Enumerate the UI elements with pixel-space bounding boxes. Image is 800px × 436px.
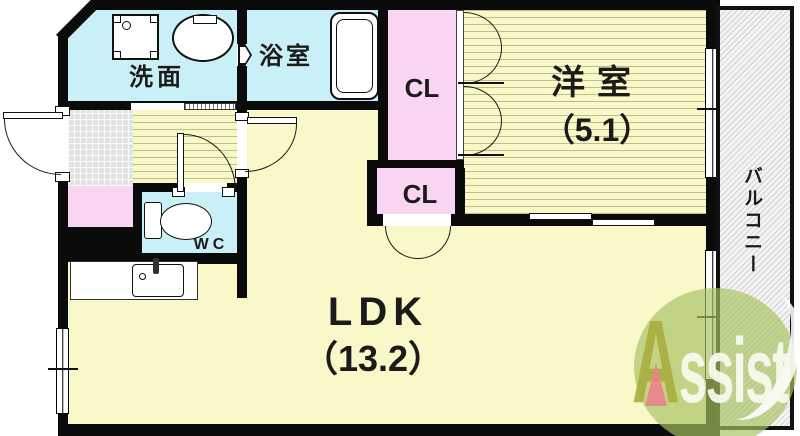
- kitchen-drain: [139, 273, 146, 280]
- wall-left: [58, 0, 68, 436]
- assist-logo-rest: ssist: [678, 320, 790, 422]
- wall-bottom: [58, 424, 720, 436]
- ldk-left-window: [56, 328, 69, 414]
- wall-wc-bottom: [133, 253, 247, 264]
- ldk-left-window-tick: [48, 368, 78, 370]
- washroom-threshold: [131, 103, 184, 110]
- closet-lower-label: CL: [402, 179, 438, 209]
- entry-wall-block: [58, 227, 138, 262]
- closet-upper-fold-end: [458, 154, 504, 156]
- entry-storage: [68, 186, 133, 228]
- bath-folding-door-icon-fill: [240, 47, 250, 63]
- wall-closet-lower-right: [455, 168, 465, 226]
- bathtub: [330, 12, 379, 100]
- wc-label: WC: [193, 236, 229, 253]
- wall-top: [58, 0, 720, 10]
- closet-lower-opening: [383, 214, 451, 226]
- front-door-leaf: [3, 112, 63, 119]
- wc-door-leaf: [177, 133, 184, 192]
- balcony-label: バルコニー: [741, 166, 762, 276]
- ldk-size: （13.2）: [301, 338, 445, 379]
- washroom-label: 洗面: [129, 64, 185, 91]
- closet-upper-fold-divider: [458, 82, 504, 84]
- bathroom-label: 浴室: [259, 43, 313, 70]
- assist-logo-ellipse: [634, 288, 797, 436]
- front-door-opening: [58, 115, 68, 176]
- washer-drain: [122, 21, 131, 30]
- toilet-bowl: [160, 203, 212, 240]
- kitchen-faucet: [153, 258, 159, 274]
- western-room-size: （5.1）: [542, 112, 652, 148]
- partition-slide-panel-2: [592, 219, 655, 226]
- wall-bath-closet: [378, 10, 388, 168]
- assist-logo-accent-triangle: [645, 363, 667, 406]
- hall-door-jamb-top: [235, 112, 249, 121]
- ldk-door-leaf: [247, 117, 297, 124]
- washroom-slide-door: [184, 103, 236, 110]
- wall-wc-left: [133, 183, 142, 264]
- closet-upper-track: [456, 10, 464, 160]
- wall-closet-upper-bottom: [367, 160, 464, 168]
- wall-closet-lower-left: [367, 168, 377, 226]
- hall-door-jamb-bottom: [235, 169, 249, 178]
- front-door-jamb-bottom: [55, 172, 70, 182]
- western-room-window-tick: [697, 108, 727, 110]
- washer-pan: [112, 14, 159, 60]
- western-room-label: 洋室: [551, 64, 643, 102]
- closet-upper-label: CL: [404, 73, 440, 103]
- partition-slide-panel-1: [529, 213, 592, 220]
- closet-lower-area: [377, 168, 455, 214]
- entry-tile: [68, 110, 133, 186]
- hall-door-opening: [237, 120, 247, 170]
- washbasin-faucet: [193, 15, 217, 24]
- ldk-label: LDK: [327, 290, 429, 334]
- closet-upper-area: [388, 10, 457, 160]
- front-door-swing: [4, 119, 61, 175]
- western-room-floor: [464, 10, 707, 214]
